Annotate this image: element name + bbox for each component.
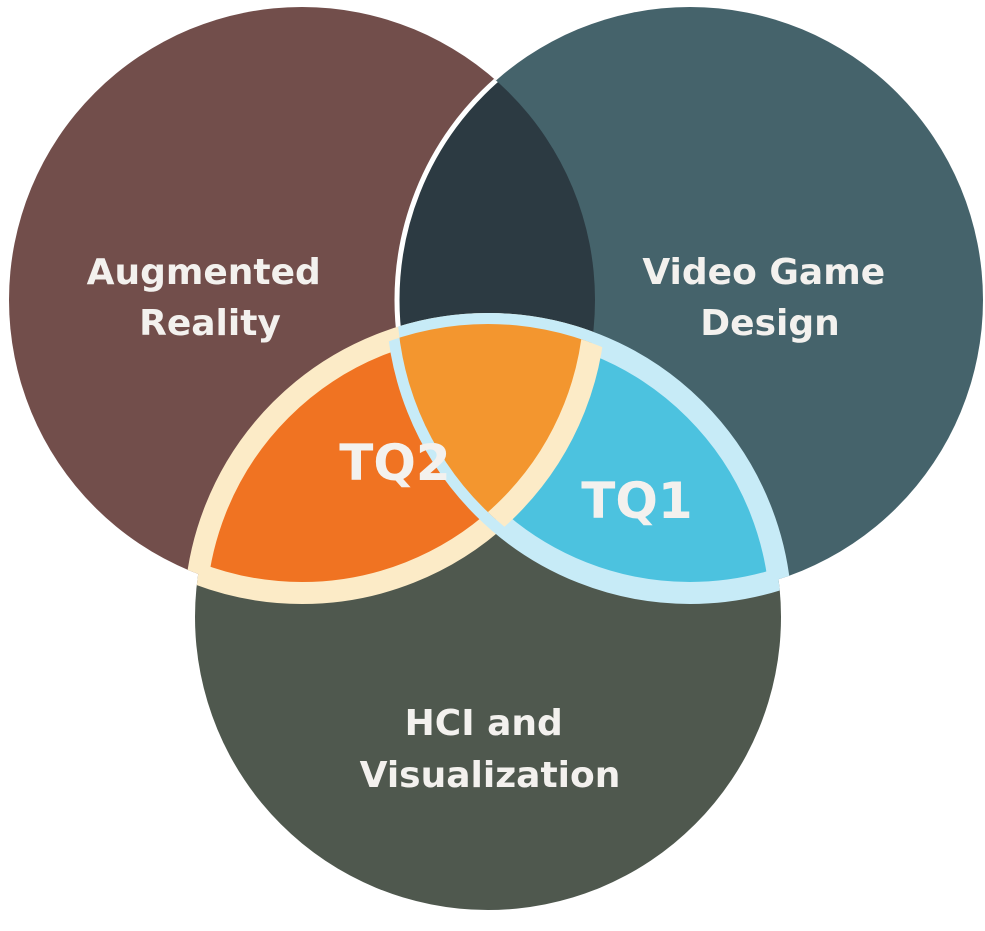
tq1-label: TQ1 bbox=[581, 472, 692, 530]
hci-visualization-label: HCI and Visualization bbox=[360, 703, 621, 796]
video-game-design-label: Video Game Design bbox=[642, 252, 897, 344]
hci-visualization-label-line2: Visualization bbox=[360, 755, 621, 796]
tq2-intersection-border bbox=[195, 324, 606, 604]
hci-visualization-label-line1: HCI and bbox=[405, 703, 563, 744]
tq1-intersection-border bbox=[386, 324, 781, 604]
video-game-design-label-line2: Design bbox=[700, 303, 839, 344]
augmented-reality-label-line1: Augmented bbox=[87, 252, 321, 293]
tq2-label: TQ2 bbox=[339, 434, 450, 492]
video-game-design-label-line1: Video Game bbox=[642, 252, 885, 293]
augmented-reality-label-line2: Reality bbox=[139, 303, 281, 344]
augmented-reality-label: Augmented Reality bbox=[87, 252, 334, 344]
